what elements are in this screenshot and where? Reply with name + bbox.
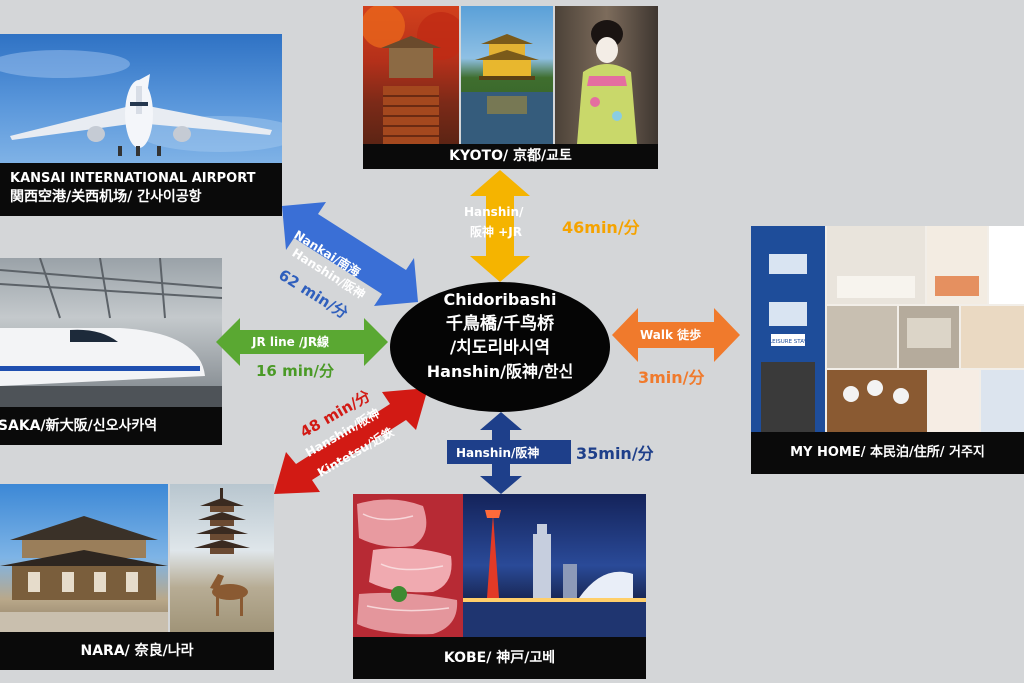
route-kyoto-line1: Hanshin/ [464, 205, 524, 219]
arrow-osaka-shape [216, 318, 388, 366]
hub-line4: Hanshin/阪神/한신 [426, 362, 574, 381]
arrow-osaka [216, 318, 388, 366]
arrow-home [612, 308, 740, 362]
home-caption: MY HOME/ 本民泊/住所/ 거주지 [751, 432, 1024, 474]
kyoto-caption: KYOTO/ 京都/교토 [363, 144, 658, 169]
nara-photo-daibutsuden [0, 484, 168, 632]
kyoto-caption-text: KYOTO/ 京都/교토 [449, 148, 572, 164]
airport-caption-line1: KANSAI INTERNATIONAL AIRPORT [10, 171, 256, 186]
arrow-airport-shape [282, 202, 418, 306]
arrow-nara-shape [274, 388, 428, 494]
route-home-line: Walk 徒歩 [640, 328, 702, 342]
kobe-photo-wagyu [353, 494, 463, 637]
kobe-caption-text: KOBE/ 神戸/고베 [443, 650, 556, 666]
route-kobe-line: Hanshin/阪神 [456, 446, 540, 460]
airport-caption-line2: 関西空港/关西机场/ 간사이공항 [10, 189, 202, 205]
home-caption-text: MY HOME/ 本民泊/住所/ 거주지 [790, 445, 985, 460]
nara-caption: NARA/ 奈良/나라 [0, 632, 274, 670]
route-kyoto-time: 46min/分 [562, 218, 640, 237]
arrow-kyoto [470, 170, 530, 282]
arrow-nara [274, 388, 428, 494]
kyoto-photo-golden-pavilion [461, 6, 553, 144]
arrow-kyoto-shape [470, 170, 530, 282]
arrow-home-shape [612, 308, 740, 362]
kobe-photo-port-tower [463, 494, 646, 637]
airplane-icon [10, 74, 272, 156]
nara-photo-pagoda-deer [170, 484, 274, 632]
osaka-caption: OSAKA/新大阪/신오사카역 [0, 407, 222, 445]
route-kyoto-line2: 阪神 +JR [470, 225, 522, 239]
osaka-caption-text: OSAKA/新大阪/신오사카역 [0, 418, 158, 434]
kyoto-photo-temple [363, 6, 459, 144]
deer-icon [210, 574, 248, 616]
kyoto-photo-maiko [555, 6, 658, 144]
hub-line2: 千鳥橋/千鸟桥 [445, 314, 555, 334]
route-home-time: 3min/分 [638, 368, 705, 387]
hub-line3: /치도리바시역 [449, 338, 551, 358]
hub-station-chidoribashi: Chidoribashi 千鳥橋/千鸟桥 /치도리바시역 Hanshin/阪神/… [390, 282, 610, 412]
home-sign-text: LEISURE STAY [769, 339, 807, 345]
route-kobe-time: 35min/分 [576, 444, 654, 463]
route-osaka-line: JR line /JR線 [252, 335, 330, 349]
arrow-airport [282, 202, 418, 306]
airport-photo [0, 34, 282, 163]
nara-caption-text: NARA/ 奈良/나라 [80, 643, 194, 659]
route-osaka-time: 16 min/分 [256, 362, 335, 380]
osaka-photo-shinkansen [0, 258, 222, 407]
hub-line1: Chidoribashi [443, 290, 557, 309]
route-kobe-box [447, 440, 571, 464]
airport-caption: KANSAI INTERNATIONAL AIRPORT 関西空港/关西机场/ … [0, 163, 282, 216]
kobe-caption: KOBE/ 神戸/고베 [353, 637, 646, 679]
home-photo-collage: LEISURE STAY [751, 226, 1024, 432]
